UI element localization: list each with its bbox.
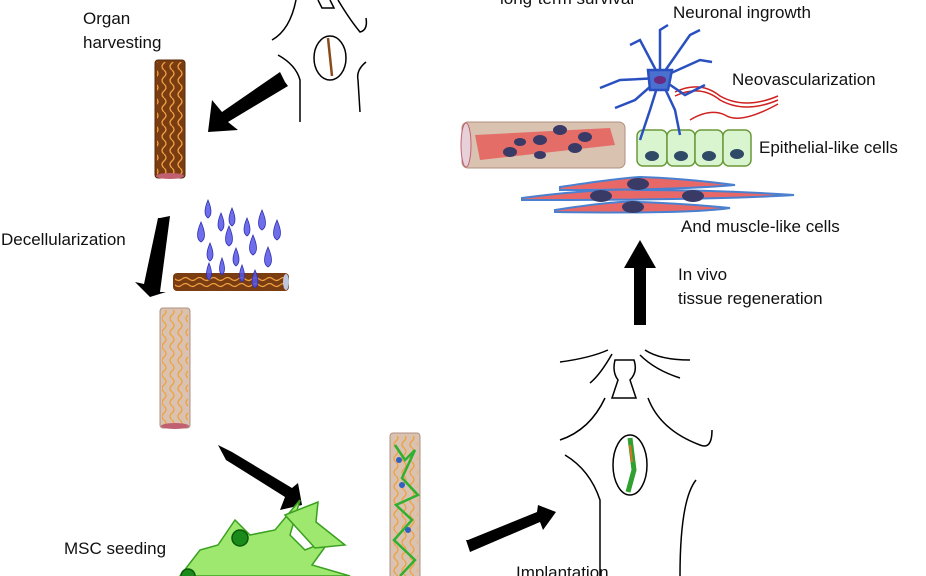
- epithelial-cells-illustration: [636, 129, 752, 167]
- arrow-decellularization: [135, 216, 170, 297]
- label-in-vivo: In vivo: [678, 265, 727, 284]
- label-epithelial-cells: Epithelial-like cells: [759, 138, 898, 157]
- seeded-scaffold: [389, 432, 421, 576]
- regenerated-tube: [460, 121, 626, 169]
- arrow-regeneration: [624, 240, 656, 325]
- label-long-term-survival: long-term survival: [500, 0, 634, 8]
- label-implantation: Implantation: [516, 563, 609, 576]
- arrow-to-seeding: [218, 445, 302, 510]
- decellularized-scaffold: [159, 307, 191, 429]
- muscle-cells-illustration: [521, 175, 795, 214]
- organ-under-detergent: [173, 273, 289, 291]
- msc-cells: [179, 499, 351, 576]
- label-organ: Organ: [83, 9, 130, 28]
- arrow-harvest-to-organ: [208, 72, 288, 132]
- label-decellularization: Decellularization: [1, 230, 126, 249]
- harvested-organ: [154, 59, 186, 179]
- label-msc-seeding: MSC seeding: [64, 539, 166, 558]
- label-harvesting: harvesting: [83, 33, 161, 52]
- label-neuronal-ingrowth: Neuronal ingrowth: [673, 3, 811, 22]
- neovascular-vessels: [674, 86, 779, 121]
- detergent-drops: [197, 198, 281, 289]
- label-muscle-cells: And muscle-like cells: [681, 217, 840, 236]
- recipient-rat-outline: [559, 349, 713, 576]
- donor-rat-outline: [271, 0, 368, 122]
- neuron-illustration: [599, 23, 713, 141]
- label-neovascularization: Neovascularization: [732, 70, 876, 89]
- arrow-implantation: [466, 505, 556, 552]
- label-tissue-regeneration: tissue regeneration: [678, 289, 823, 308]
